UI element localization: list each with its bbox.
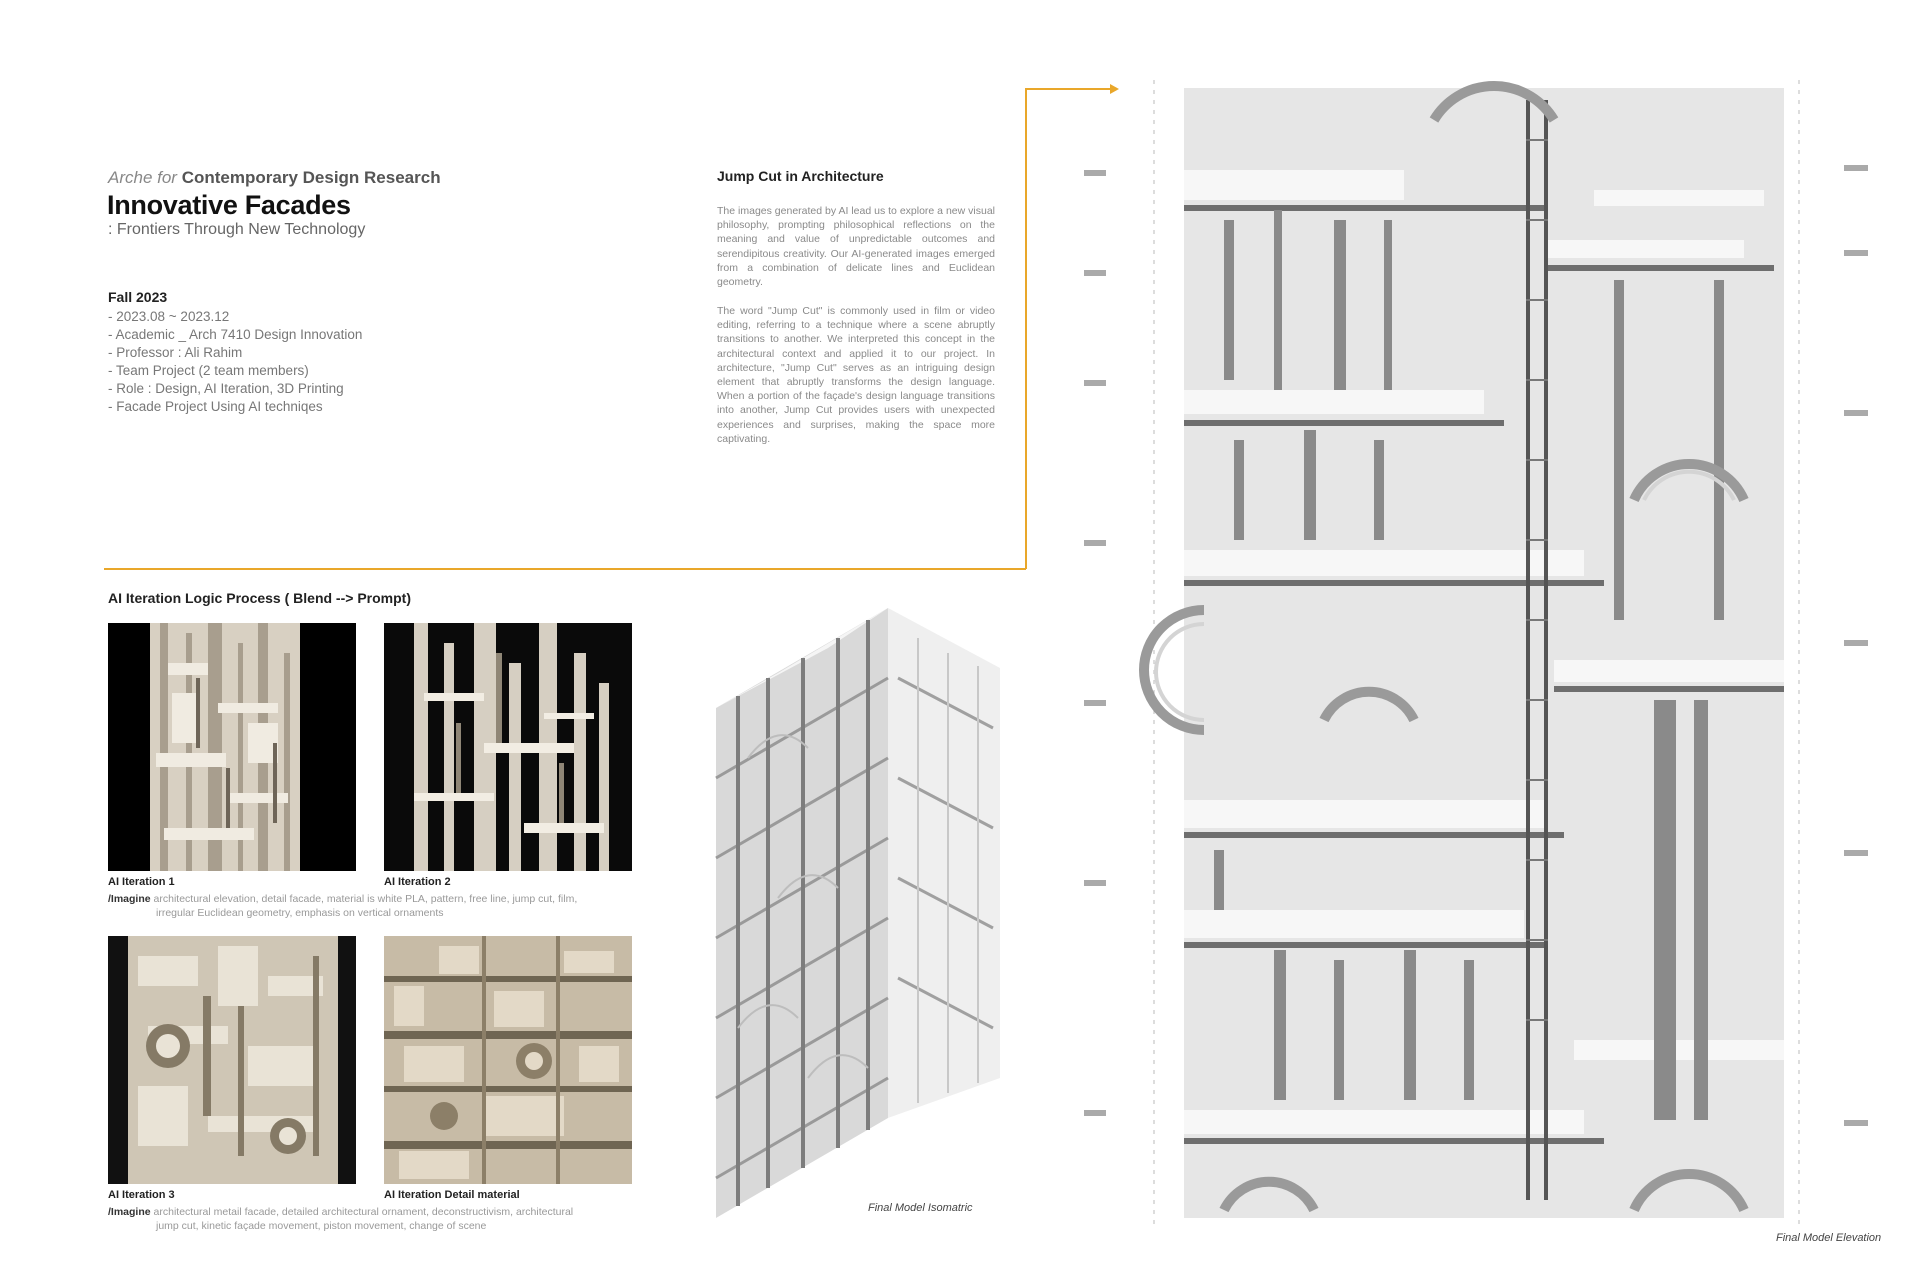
prompt-label: /Imagine xyxy=(108,1206,151,1218)
connector-arrow-icon xyxy=(1110,84,1119,94)
jump-cut-title: Jump Cut in Architecture xyxy=(717,168,884,184)
subtitle-main: Contemporary Design Research xyxy=(181,168,441,187)
iteration-caption: AI Iteration 2 xyxy=(384,876,451,888)
isometric-model-image xyxy=(708,578,1008,1220)
connector-line-horizontal xyxy=(104,568,1026,570)
detail-item: - Team Project (2 team members) xyxy=(108,363,309,378)
isometric-caption: Final Model Isomatric xyxy=(868,1202,973,1214)
detail-item: - Role : Design, AI Iteration, 3D Printi… xyxy=(108,381,344,396)
jump-cut-paragraph-2: The word "Jump Cut" is commonly used in … xyxy=(717,305,995,445)
connector-line-vertical xyxy=(1025,88,1027,569)
prompt-line: irregular Euclidean geometry, emphasis o… xyxy=(156,907,444,919)
elevation-model-image xyxy=(1074,80,1884,1230)
page-title: Innovative Facades xyxy=(107,190,351,220)
prompt-line: architectural elevation, detail facade, … xyxy=(153,893,578,905)
prompt-line: jump cut, kinetic façade movement, pisto… xyxy=(156,1220,487,1232)
process-title: AI Iteration Logic Process ( Blend --> P… xyxy=(108,590,411,606)
prompt-line: architectural metail facade, detailed ar… xyxy=(153,1206,574,1218)
ai-iteration-2-image xyxy=(384,623,632,871)
ai-iteration-3-image xyxy=(108,936,356,1184)
detail-item: - Facade Project Using AI techniqes xyxy=(108,399,323,414)
detail-item: - Professor : Ali Rahim xyxy=(108,345,243,360)
prompt-label: /Imagine xyxy=(108,893,151,905)
ai-iteration-1-image xyxy=(108,623,356,871)
detail-item: - 2023.08 ~ 2023.12 xyxy=(108,309,230,324)
subtitle-line: Arche for Contemporary Design Research xyxy=(108,168,441,188)
iteration-caption: AI Iteration 3 xyxy=(108,1189,175,1201)
elevation-caption: Final Model Elevation xyxy=(1776,1232,1882,1244)
detail-item: - Academic _ Arch 7410 Design Innovation xyxy=(108,327,363,342)
project-term: Fall 2023 xyxy=(108,289,168,305)
connector-line-top xyxy=(1025,88,1115,90)
project-details: - 2023.08 ~ 2023.12 - Academic _ Arch 74… xyxy=(108,308,362,416)
iteration-caption: AI Iteration Detail material xyxy=(384,1189,520,1201)
subtitle-prefix: Arche for xyxy=(108,168,177,187)
iteration-caption: AI Iteration 1 xyxy=(108,876,175,888)
ai-iteration-detail-image xyxy=(384,936,632,1184)
prompt-text-2: /Imagine architectural metail facade, de… xyxy=(108,1205,638,1233)
prompt-text-1: /Imagine architectural elevation, detail… xyxy=(108,892,638,920)
tagline: : Frontiers Through New Technology xyxy=(108,221,366,238)
jump-cut-paragraph-1: The images generated by AI lead us to ex… xyxy=(717,205,995,289)
